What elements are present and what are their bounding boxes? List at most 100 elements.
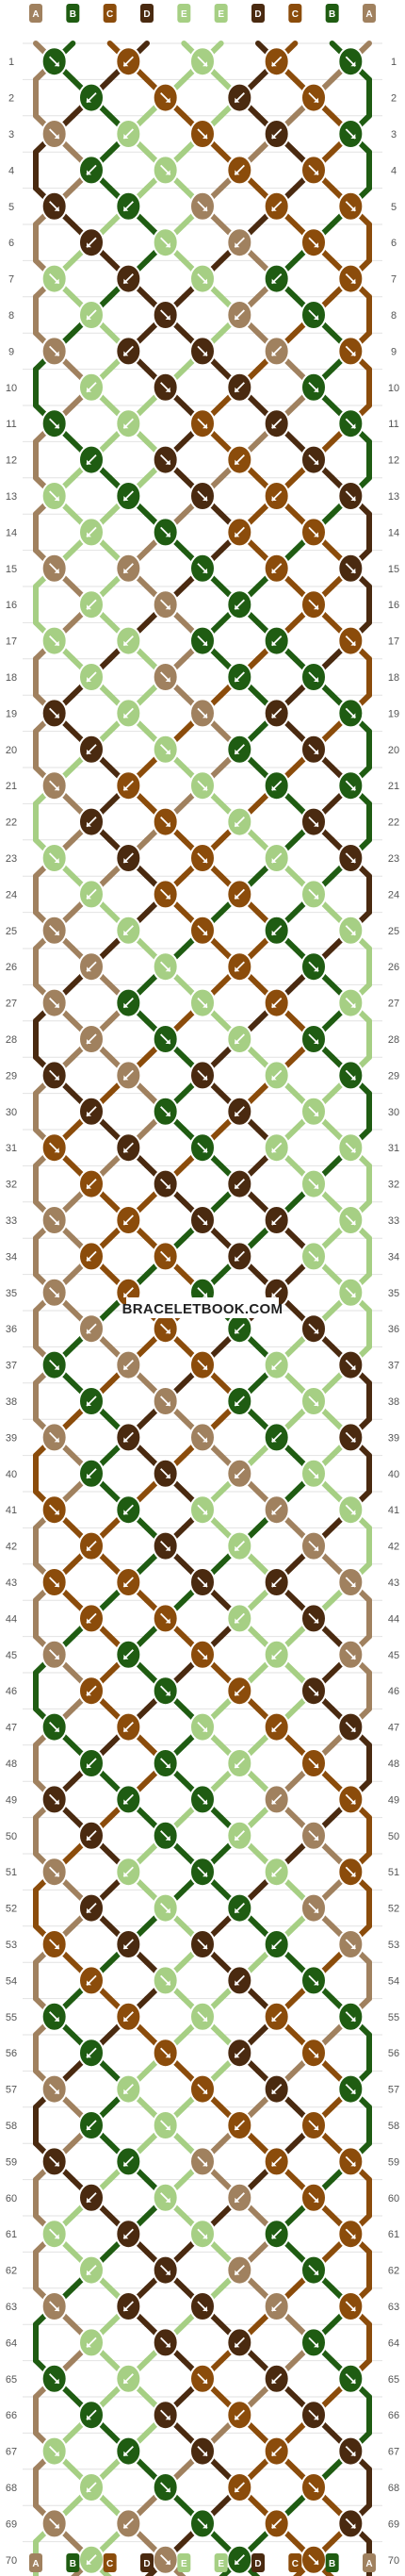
knot-arrowhead-icon bbox=[271, 785, 277, 791]
row-number-left: 16 bbox=[6, 600, 17, 611]
row-number-right: 21 bbox=[388, 781, 399, 792]
knot-arrowhead-icon bbox=[202, 713, 207, 718]
row-number-right: 11 bbox=[388, 419, 398, 430]
row-number-left: 25 bbox=[6, 926, 17, 937]
row-number-left: 50 bbox=[6, 1831, 17, 1842]
column-label-tab bbox=[251, 2553, 265, 2572]
row-number-right: 14 bbox=[388, 527, 399, 538]
knot-arrowhead-icon bbox=[235, 315, 240, 320]
knot-arrowhead-icon bbox=[314, 2487, 318, 2492]
knot-arrowhead-icon bbox=[54, 1872, 59, 1877]
row-number-right: 2 bbox=[391, 93, 397, 105]
knot-arrowhead-icon bbox=[123, 1944, 129, 1949]
knot-arrowhead-icon bbox=[271, 1726, 277, 1732]
row-number-left: 29 bbox=[6, 1070, 17, 1082]
row-number-left: 35 bbox=[6, 1288, 17, 1299]
column-label-tab bbox=[29, 4, 42, 23]
row-number-left: 11 bbox=[6, 419, 16, 430]
row-number-left: 1 bbox=[8, 57, 14, 68]
knot-arrowhead-icon bbox=[202, 1220, 207, 1225]
knot-arrowhead-icon bbox=[314, 1980, 318, 1986]
knot-arrowhead-icon bbox=[165, 677, 170, 682]
knot-arrowhead-icon bbox=[87, 532, 91, 537]
row-number-left: 67 bbox=[6, 2447, 17, 2458]
row-number-left: 8 bbox=[8, 310, 14, 322]
knot-arrowhead-icon bbox=[314, 242, 318, 248]
column-label: A bbox=[32, 9, 39, 20]
knot-arrowhead-icon bbox=[54, 423, 59, 429]
knot-arrowhead-icon bbox=[54, 1582, 59, 1587]
knot-arrowhead-icon bbox=[271, 568, 277, 573]
knot-arrowhead-icon bbox=[87, 387, 91, 392]
knot-arrowhead-icon bbox=[314, 2197, 318, 2203]
row-number-left: 4 bbox=[8, 165, 14, 176]
row-number-right: 28 bbox=[388, 1034, 399, 1046]
knot-arrowhead-icon bbox=[87, 1907, 91, 1913]
row-number-left: 12 bbox=[6, 455, 17, 467]
knot-arrowhead-icon bbox=[235, 2125, 240, 2130]
knot-arrowhead-icon bbox=[123, 1654, 129, 1660]
row-number-right: 25 bbox=[388, 926, 399, 937]
knot-arrowhead-icon bbox=[202, 1799, 207, 1805]
knot-arrowhead-icon bbox=[350, 1582, 356, 1587]
knot-arrowhead-icon bbox=[350, 640, 356, 646]
knot-arrowhead-icon bbox=[314, 2559, 318, 2565]
knot-arrowhead-icon bbox=[202, 2451, 207, 2456]
knot-arrowhead-icon bbox=[165, 2270, 170, 2275]
row-number-left: 7 bbox=[8, 274, 14, 286]
row-number-right: 17 bbox=[388, 636, 399, 648]
knot-arrowhead-icon bbox=[202, 1872, 207, 1877]
column-label: A bbox=[365, 9, 372, 20]
row-number-left: 34 bbox=[6, 1251, 17, 1263]
row-number-right: 29 bbox=[388, 1070, 399, 1082]
row-number-right: 40 bbox=[388, 1469, 399, 1480]
knot-arrowhead-icon bbox=[54, 134, 59, 139]
knot-arrowhead-icon bbox=[87, 1473, 91, 1478]
row-number-right: 46 bbox=[388, 1686, 399, 1697]
knot-arrowhead-icon bbox=[202, 1364, 207, 1370]
knot-arrowhead-icon bbox=[87, 2415, 91, 2420]
knot-arrowhead-icon bbox=[202, 351, 207, 356]
row-number-left: 20 bbox=[6, 745, 17, 756]
knot-arrowhead-icon bbox=[350, 1654, 356, 1660]
knot-arrowhead-icon bbox=[350, 2234, 356, 2239]
knot-arrowhead-icon bbox=[202, 2161, 207, 2167]
knot-arrowhead-icon bbox=[165, 387, 170, 392]
knot-arrowhead-icon bbox=[271, 2089, 277, 2094]
row-number-left: 45 bbox=[6, 1650, 17, 1661]
knot-arrowhead-icon bbox=[235, 1907, 240, 1913]
row-number-left: 9 bbox=[8, 346, 14, 357]
column-label: D bbox=[143, 9, 150, 20]
knot-arrowhead-icon bbox=[54, 351, 59, 356]
row-number-left: 26 bbox=[6, 962, 17, 973]
knot-arrowhead-icon bbox=[314, 1691, 318, 1696]
knot-arrowhead-icon bbox=[54, 1148, 59, 1153]
knot-arrowhead-icon bbox=[235, 2053, 240, 2058]
knot-arrowhead-icon bbox=[235, 1545, 240, 1551]
knot-arrowhead-icon bbox=[350, 496, 356, 501]
knot-arrowhead-icon bbox=[350, 2089, 356, 2094]
knot-arrowhead-icon bbox=[123, 496, 129, 501]
row-number-right: 36 bbox=[388, 1324, 399, 1335]
row-number-right: 38 bbox=[388, 1396, 399, 1408]
knot-arrowhead-icon bbox=[235, 677, 240, 682]
knot-arrowhead-icon bbox=[54, 496, 59, 501]
row-number-right: 50 bbox=[388, 1831, 399, 1842]
knot-arrowhead-icon bbox=[54, 2451, 59, 2456]
knot-arrowhead-icon bbox=[123, 2451, 129, 2456]
knot-arrowhead-icon bbox=[165, 1980, 170, 1986]
row-number-right: 20 bbox=[388, 745, 399, 756]
column-label: C bbox=[106, 9, 113, 20]
row-number-left: 37 bbox=[6, 1361, 17, 1372]
knot-arrowhead-icon bbox=[165, 97, 170, 103]
knot-arrowhead-icon bbox=[350, 1148, 356, 1153]
knot-arrowhead-icon bbox=[54, 2523, 59, 2529]
knot-arrowhead-icon bbox=[165, 459, 170, 465]
row-number-left: 19 bbox=[6, 708, 17, 719]
row-number-left: 63 bbox=[6, 2302, 17, 2313]
row-number-right: 47 bbox=[388, 1723, 399, 1734]
row-number-left: 6 bbox=[8, 238, 14, 249]
row-number-left: 13 bbox=[6, 491, 17, 503]
knot-arrowhead-icon bbox=[202, 2306, 207, 2311]
